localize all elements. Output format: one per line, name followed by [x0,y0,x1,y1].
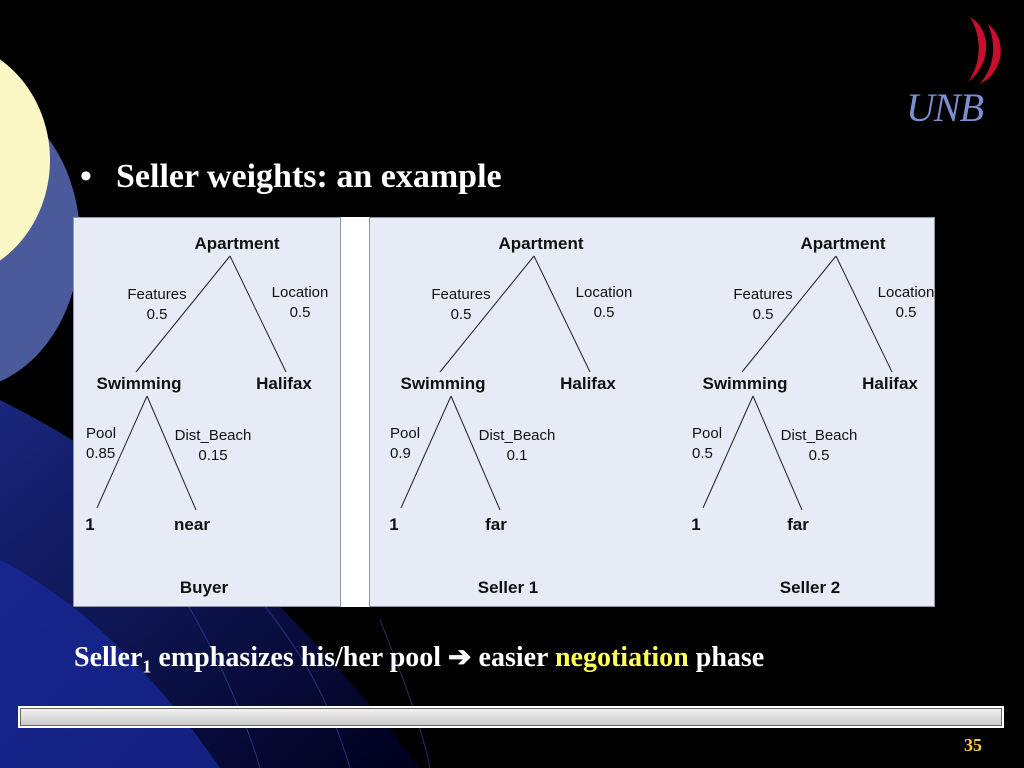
tree-root-node: Apartment [800,234,885,253]
tree-root-node: Apartment [194,234,279,253]
footer-bar [18,706,1004,728]
tree-child-node: Halifax [256,374,312,393]
edge-label-name: Dist_Beach [479,427,556,444]
caption-text-1: emphasizes his/her pool [158,642,442,673]
bullet-glyph: • [80,158,92,195]
edge-label-name: Location [576,284,633,301]
caption-subscript: 1 [142,656,152,677]
tree-leaf-node: 1 [691,515,700,534]
tree-leaf-node: near [174,515,210,534]
heading-text: Seller weights: an example [116,158,502,195]
edge-label-weight: 0.15 [198,447,227,464]
tree-child-node: Swimming [96,374,181,393]
edge-label-name: Location [878,284,935,301]
edge-label-name: Features [733,286,792,303]
tree-child-node: Swimming [400,374,485,393]
edge-label-weight: 0.5 [692,445,713,462]
sellers-panel [369,217,935,607]
edge-label-weight: 0.5 [451,306,472,323]
edge-label-weight: 0.5 [147,306,168,323]
unb-logo-text: UNB [906,85,984,130]
edge-label-weight: 0.5 [753,306,774,323]
edge-label-name: Dist_Beach [781,427,858,444]
caption-seller: Seller [74,642,143,673]
tree-edge-location [533,255,591,373]
tree-edge-location [229,255,287,373]
tree-edge-location [835,255,893,373]
edge-label-weight: 0.1 [507,447,528,464]
tree-edge-pool [96,395,148,509]
tree-edge-pool [400,395,452,509]
tree-edge-dist-beach [450,395,501,511]
tree-leaf-node: far [485,515,507,534]
panel-separator [341,217,369,607]
slide-caption: Seller1 emphasizes his/her pool ➔ easier… [74,640,764,678]
buyer-panel [73,217,341,607]
tree-leaf-node: 1 [389,515,398,534]
edge-label-weight: 0.85 [86,445,115,462]
tree-edge-dist-beach [752,395,803,511]
edge-label-name: Pool [692,425,722,442]
edge-label-weight: 0.9 [390,445,411,462]
slide-heading: • Seller weights: an example [80,158,502,196]
planet-highlight [0,59,50,261]
tree-leaf-node: far [787,515,809,534]
tree-edge-features [439,255,535,373]
edge-label-weight: 0.5 [896,304,917,321]
tree-child-node: Halifax [560,374,616,393]
tree-edge-dist-beach [146,395,197,511]
edge-label-name: Dist_Beach [175,427,252,444]
caption-text-3: phase [695,642,765,673]
edge-label-name: Location [272,284,329,301]
tree-edge-pool [702,395,754,509]
edge-label-name: Features [431,286,490,303]
edge-label-weight: 0.5 [809,447,830,464]
unb-logo-icon [968,17,1001,84]
caption-text-2: easier [478,642,548,673]
edge-label-weight: 0.5 [290,304,311,321]
tree-root-node: Apartment [498,234,583,253]
tree-edge-features [741,255,837,373]
tree-leaf-node: 1 [85,515,94,534]
tree-label: Seller 2 [780,578,841,597]
caption-highlight: negotiation [554,642,689,673]
tree-label: Seller 1 [478,578,539,597]
edge-label-name: Pool [86,425,116,442]
page-number: 35 [964,735,982,755]
arrow-right-icon: ➔ [448,642,472,673]
edge-label-name: Pool [390,425,420,442]
tree-child-node: Swimming [702,374,787,393]
tree-label: Buyer [180,578,229,597]
edge-label-name: Features [127,286,186,303]
edge-label-weight: 0.5 [594,304,615,321]
tree-edge-features [135,255,231,373]
tree-child-node: Halifax [862,374,918,393]
